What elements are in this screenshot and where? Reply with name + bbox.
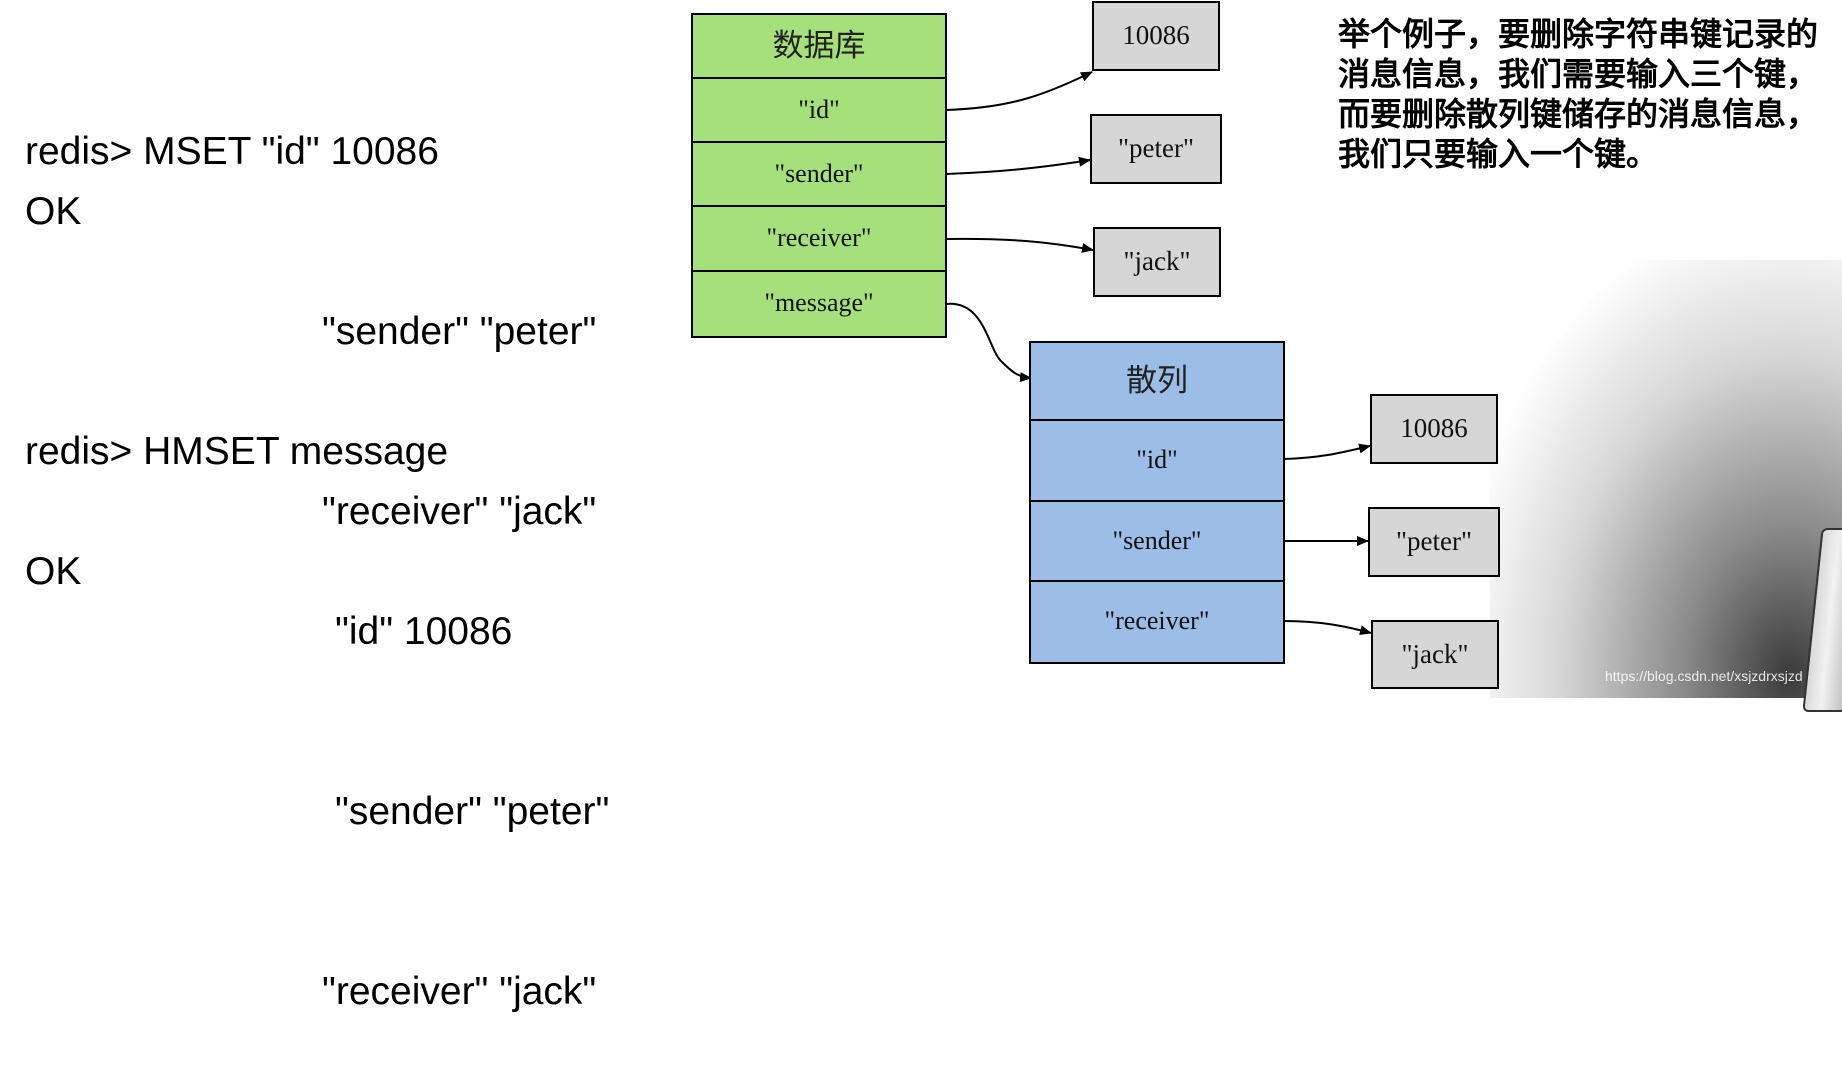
caption-text: 举个例子，要删除字符串键记录的消息信息，我们需要输入三个键，而要删除散列键储存的… [1338,15,1819,173]
arrow-sender-to-peter [945,156,1091,175]
database-row-message: "message" [764,288,873,317]
hash-row-receiver: "receiver" [1105,606,1210,635]
svg-text:10086: 10086 [1400,413,1468,443]
hmset-line-4: "receiver" "jack" [322,970,597,1013]
mset-line-1: redis> MSET "id" 10086 [25,130,439,173]
mset-ok: OK [25,190,82,233]
arrow-hash-id-to-10086 [1283,443,1371,460]
svg-text:"jack": "jack" [1123,246,1190,276]
svg-text:"peter": "peter" [1118,133,1194,163]
database-value-10086: 10086 [1092,1,1220,71]
mset-command: redis> MSET "id" 10086 "sender" "peter" … [25,2,596,602]
hmset-line-3: "sender" "peter" [335,790,610,833]
hash-value-jack: "jack" [1371,620,1499,689]
hash-title: 散列 [1126,363,1188,398]
database-table: 数据库 "id" "sender" "receiver" "message" [691,13,947,338]
watermark-url: https://blog.csdn.net/xsjzdrxsjzd [1605,668,1803,684]
mset-line-3: "receiver" "jack" [322,490,597,533]
svg-text:"peter": "peter" [1396,526,1472,556]
redis-diagram: 数据库 "id" "sender" "receiver" "message" 1… [691,1,1500,689]
background-gradient [1490,260,1842,698]
hash-value-10086: 10086 [1370,394,1498,464]
svg-text:"jack": "jack" [1401,639,1468,669]
database-value-peter: "peter" [1090,114,1222,184]
database-row-receiver: "receiver" [767,223,872,252]
database-row-id: "id" [798,95,839,124]
arrow-hash-receiver-to-jack [1283,620,1372,635]
hash-row-sender: "sender" [1112,526,1201,555]
hash-table: 散列 "id" "sender" "receiver" [1029,341,1285,664]
hmset-line-1: redis> HMSET message [25,430,449,473]
database-value-jack: "jack" [1093,227,1221,297]
database-title: 数据库 [773,28,866,63]
hmset-line-2: "id" 10086 [335,610,513,653]
hash-value-peter: "peter" [1368,507,1500,577]
arrow-receiver-to-jack [945,237,1094,253]
database-table-box [691,13,947,338]
hash-row-id: "id" [1136,445,1177,474]
svg-text:10086: 10086 [1122,20,1190,50]
hash-table-box [1029,341,1285,664]
database-row-sender: "sender" [774,159,863,188]
arrow-id-to-10086 [945,71,1093,111]
hmset-ok: OK [25,550,82,593]
arrow-message-to-hash [945,302,1032,383]
mset-line-2: "sender" "peter" [322,310,597,353]
